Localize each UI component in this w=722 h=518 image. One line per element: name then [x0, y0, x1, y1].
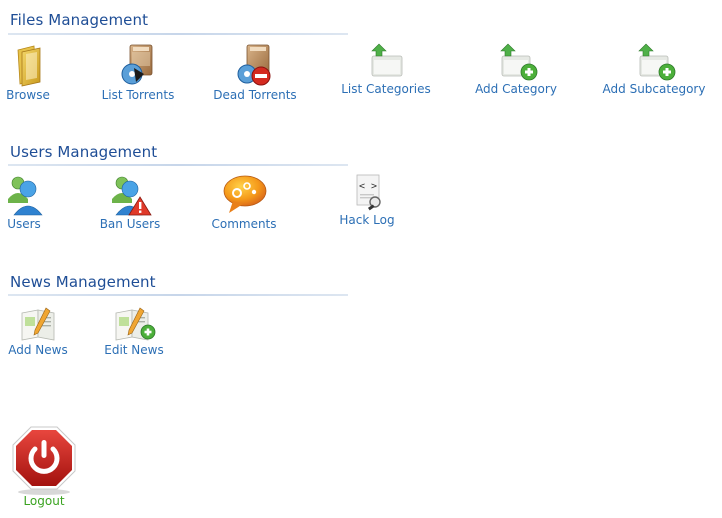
folder-icon	[17, 45, 41, 87]
list-categories-label: List Categories	[341, 82, 431, 96]
list-torrents-link[interactable]: List Torrents	[94, 42, 182, 102]
section-divider	[8, 294, 348, 296]
add-category-link[interactable]: Add Category	[468, 42, 564, 96]
users-label: Users	[7, 217, 41, 231]
add-news-label: Add News	[8, 343, 68, 357]
dead-torrents-label: Dead Torrents	[213, 88, 297, 102]
news-pencil-icon	[21, 307, 55, 341]
dead-torrents-link[interactable]: Dead Torrents	[205, 42, 305, 102]
power-icon	[12, 426, 76, 495]
logout-label: Logout	[23, 494, 65, 508]
edit-news-link[interactable]: Edit News	[94, 305, 174, 357]
ban-users-link[interactable]: Ban Users	[94, 173, 166, 231]
folder-add-icon	[500, 43, 538, 81]
comment-bubble-icon	[223, 175, 267, 213]
add-subcategory-label: Add Subcategory	[602, 82, 706, 96]
logout-button[interactable]: Logout	[6, 424, 82, 508]
section-title-files: Files Management	[10, 11, 149, 29]
section-title-users: Users Management	[10, 143, 158, 161]
add-category-label: Add Category	[475, 82, 557, 96]
comments-label: Comments	[211, 217, 277, 231]
users-icon	[8, 176, 43, 216]
news-add-icon	[115, 307, 156, 341]
folder-add-icon	[638, 43, 676, 81]
hack-log-link[interactable]: < > Hack Log	[334, 173, 400, 227]
dead-torrent-icon	[237, 44, 271, 86]
comments-link[interactable]: Comments	[204, 173, 284, 231]
list-categories-link[interactable]: List Categories	[335, 42, 437, 96]
folder-up-icon	[371, 43, 403, 77]
svg-text:< >: < >	[359, 181, 377, 192]
section-title-news: News Management	[10, 273, 156, 291]
add-news-link[interactable]: Add News	[2, 305, 74, 357]
browse-link[interactable]: Browse	[2, 42, 54, 102]
section-divider	[8, 164, 348, 166]
torrent-package-icon	[121, 44, 153, 85]
section-divider	[8, 33, 348, 35]
ban-users-icon	[112, 176, 152, 216]
browse-label: Browse	[6, 88, 50, 102]
hack-log-label: Hack Log	[339, 213, 395, 227]
ban-users-label: Ban Users	[99, 217, 161, 231]
code-document-icon: < >	[356, 174, 381, 211]
users-link[interactable]: Users	[2, 173, 46, 231]
add-subcategory-link[interactable]: Add Subcategory	[596, 42, 712, 96]
list-torrents-label: List Torrents	[101, 88, 175, 102]
edit-news-label: Edit News	[104, 343, 164, 357]
